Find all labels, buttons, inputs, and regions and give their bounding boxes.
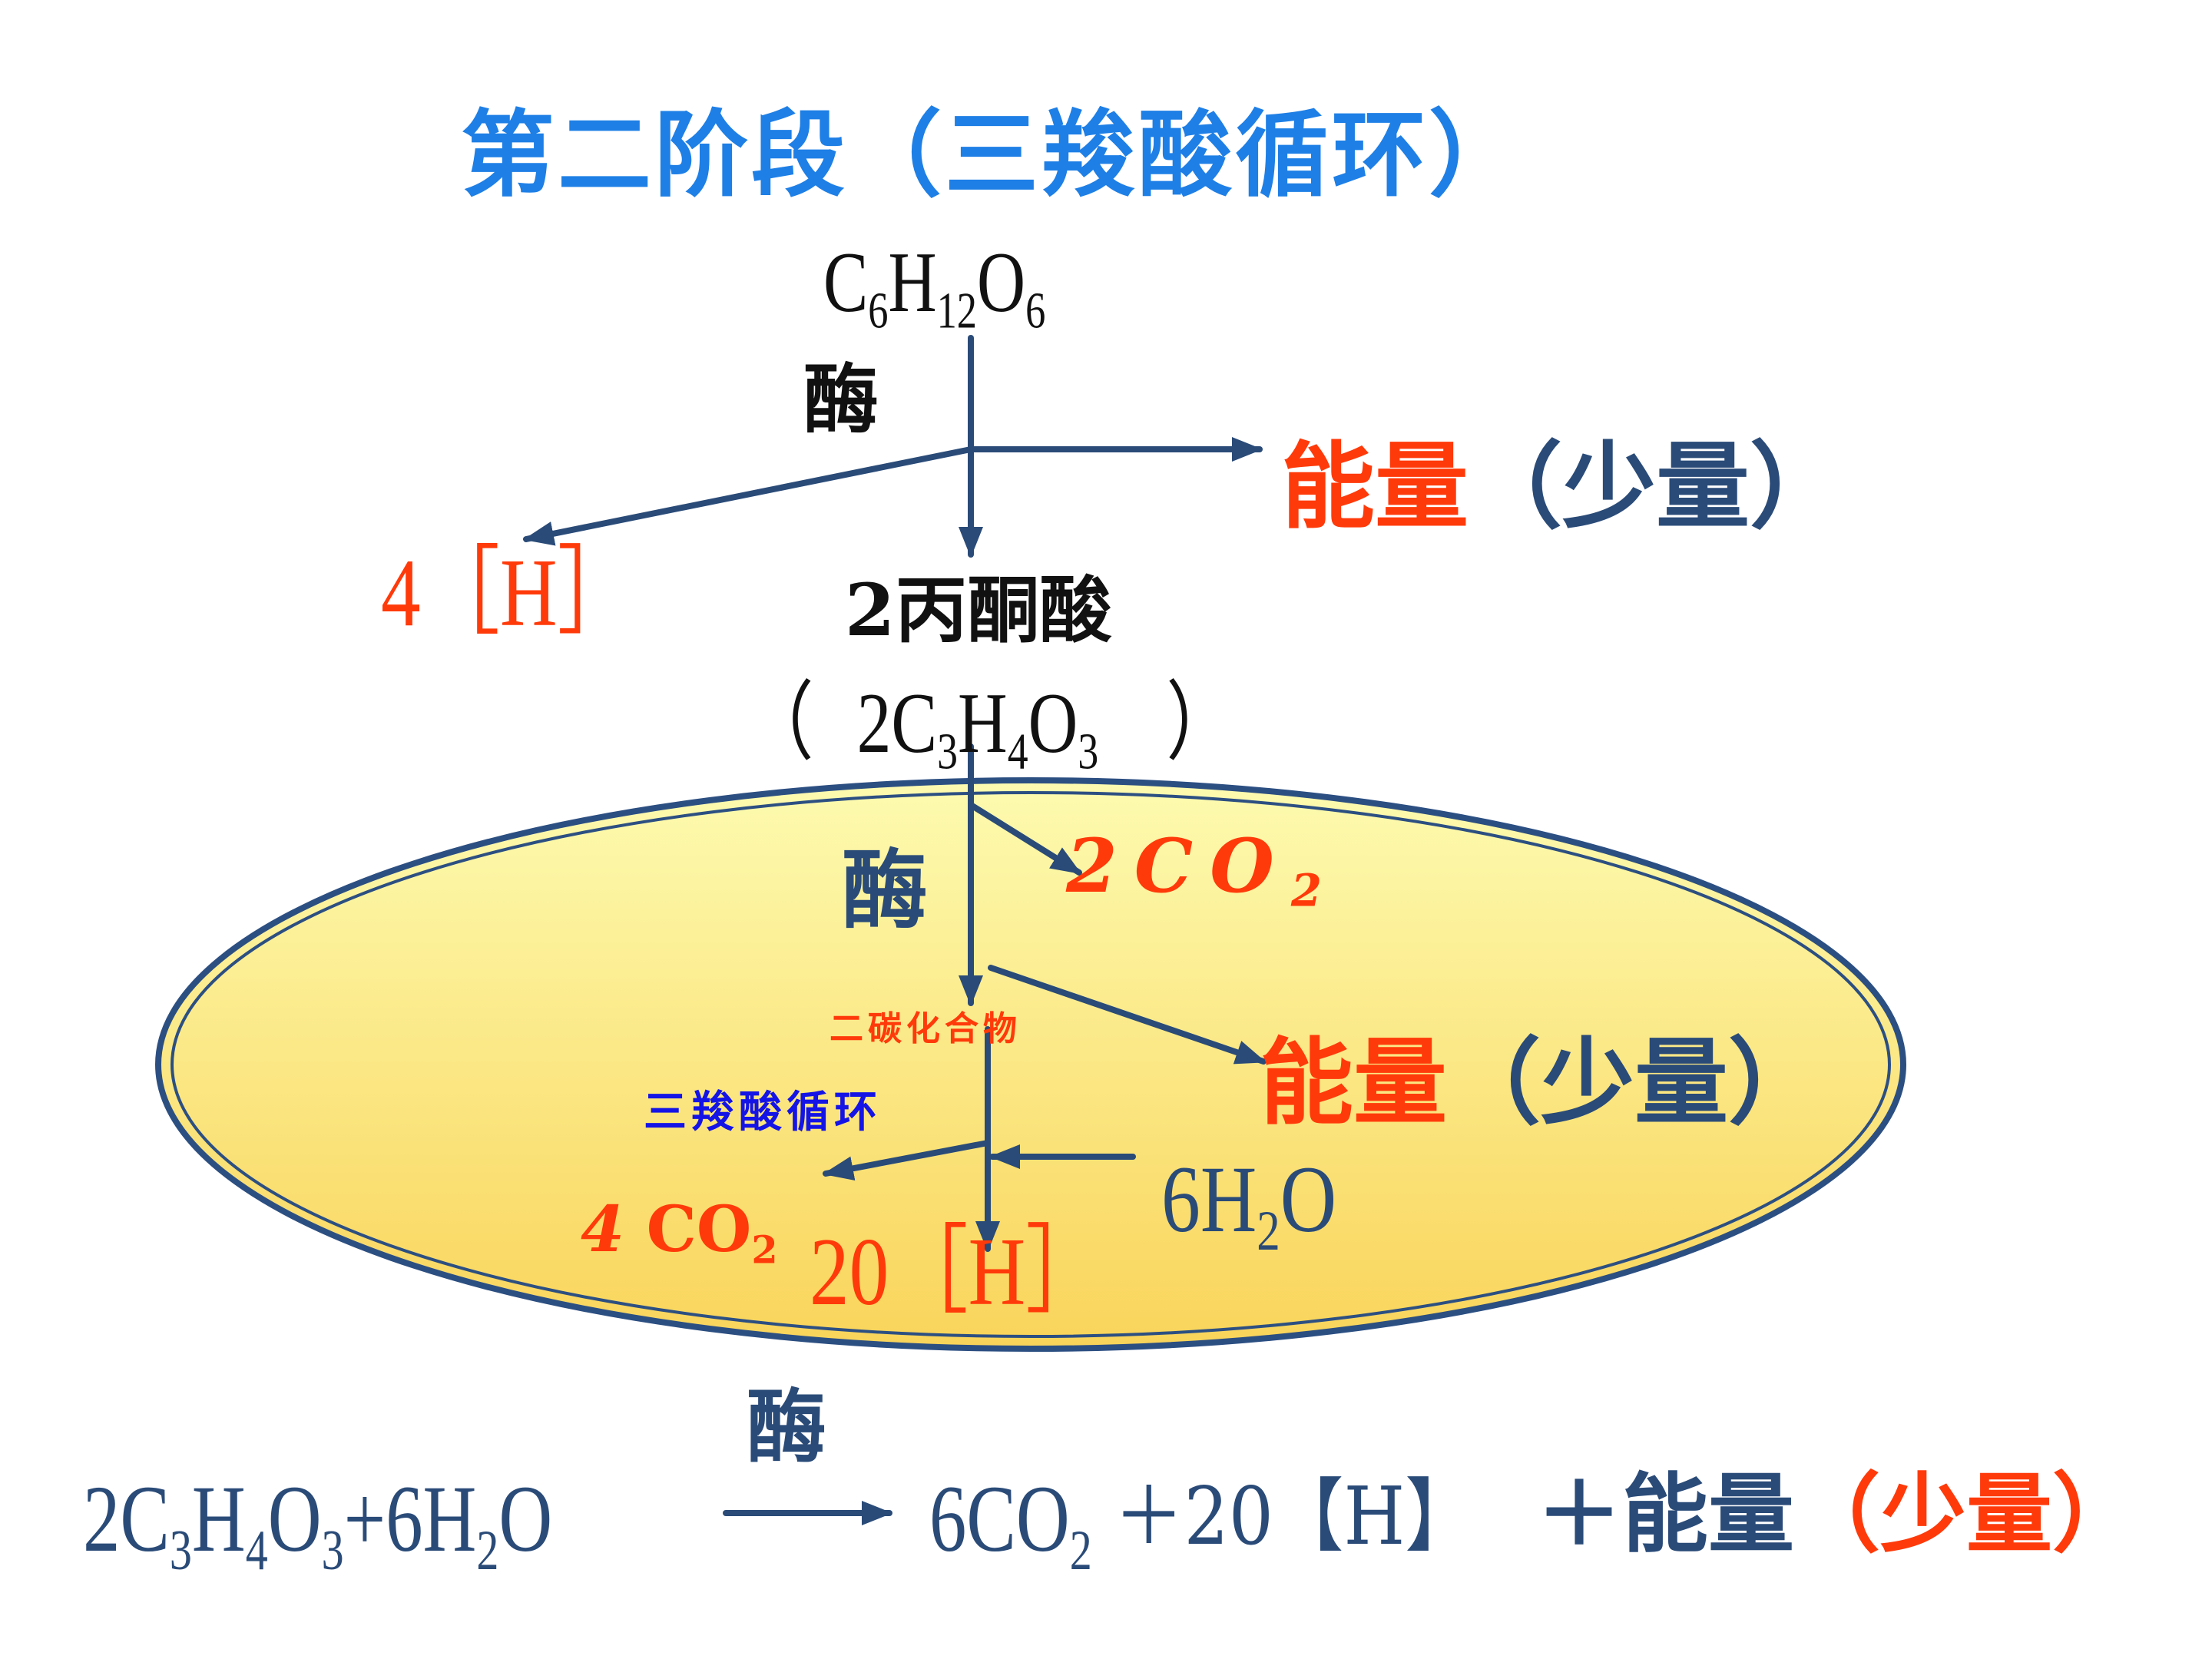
- equation-right-energy: ＋能量（少量）: [1536, 1464, 2138, 1565]
- equation-left-side: 2C3H4O3+6H2O: [83, 1466, 553, 1582]
- arrow-energy-branch-2: [988, 965, 1267, 1065]
- glucose-formula: C6H12O6: [823, 235, 1046, 339]
- equation-small-amount: （少量）: [1794, 1464, 2138, 1565]
- water-input-label: 6H2O: [1161, 1147, 1337, 1263]
- equation-right-co2: 6CO2: [929, 1466, 1092, 1582]
- enzyme-label-1: 酶: [803, 356, 879, 444]
- equation-right-hydrogen: ＋20【H】: [1114, 1469, 1475, 1563]
- hydrogen-20-label: 20［H］: [810, 1219, 1105, 1326]
- pyruvate-formula: （2C3H4O3）: [745, 676, 1235, 780]
- page-title: 第二阶段（三羧酸循环）: [461, 99, 1525, 210]
- pyruvate-name: 2丙酮酸: [845, 568, 1112, 653]
- arrow-hydrogen-branch-1: [523, 446, 974, 546]
- mitochondrial-matrix-ellipse: [155, 777, 1906, 1352]
- hydrogen-4-label: 4［H］: [381, 540, 637, 647]
- energy-label-2: 能量（少量）: [1260, 1027, 1822, 1137]
- energy-label-1: 能量（少量）: [1281, 431, 1843, 541]
- enzyme-label-2: 酶: [842, 840, 928, 941]
- tca-cycle-label: 三羧酸循环: [644, 1087, 882, 1137]
- two-carbon-compound-label: 二碳化合物: [830, 1009, 1022, 1048]
- small-amount-2: （少量）: [1447, 1027, 1822, 1137]
- co2-product-2: 4 CO2: [581, 1193, 778, 1273]
- small-amount-1: （少量）: [1469, 431, 1843, 541]
- arrow-co2-branch-1: [968, 802, 1082, 876]
- co2-product-1: 2CO2: [1066, 823, 1339, 917]
- enzyme-label-equation: 酶: [747, 1379, 827, 1474]
- mitochondrial-matrix-inner-ring: [171, 791, 1891, 1338]
- arrow-co2-branch-2: [823, 1140, 991, 1181]
